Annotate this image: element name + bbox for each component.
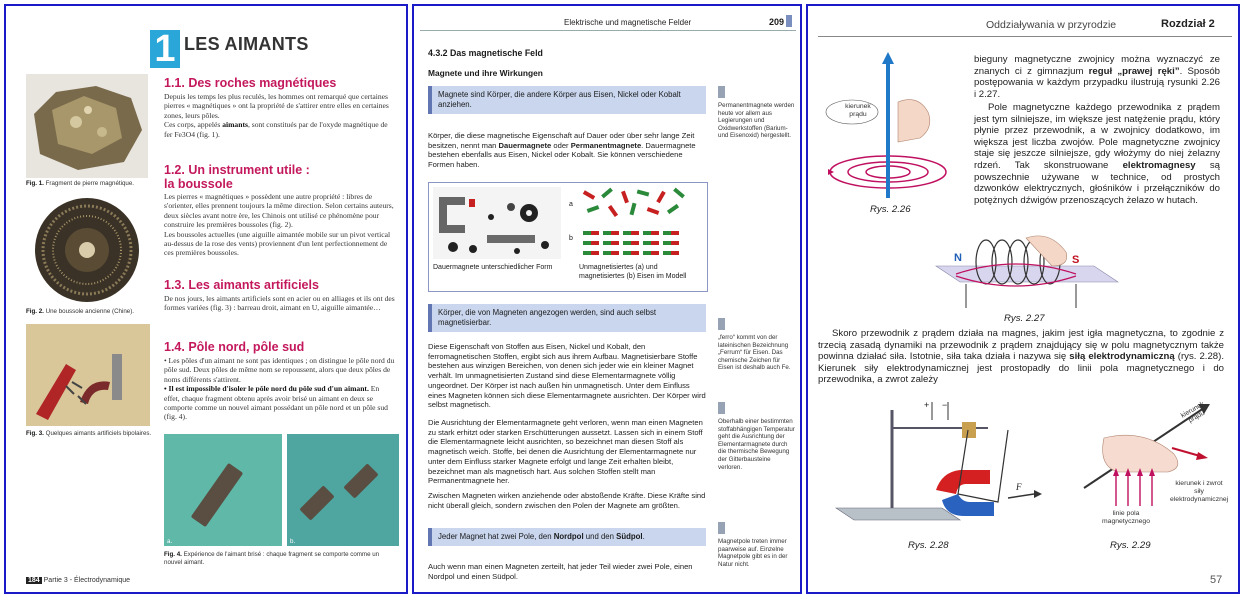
definition-box-2: Körper, die von Magneten angezogen werde… <box>428 304 706 332</box>
caption-rys-2-27: Rys. 2.27 <box>1004 313 1045 324</box>
label-minus-terminal: − <box>942 400 948 410</box>
page-number: 57 <box>1210 574 1223 586</box>
page-number: 184 <box>26 577 42 584</box>
section-1-1-text: Depuis les temps les plus reculés, les h… <box>164 92 389 139</box>
fig3-magnets-photo <box>26 324 150 426</box>
running-header: Oddziaływania w przyrodzie <box>986 19 1117 31</box>
fig4a-label: a. <box>167 538 173 545</box>
side-note-4: Magnetpole treten immer paarweise auf. E… <box>718 538 788 568</box>
magnet-shapes-photo <box>433 187 561 259</box>
page-french: 1 LES AIMANTS Fig. 1. Fragment de pierre… <box>4 4 408 594</box>
paragraph-2: Pole magnetyczne każdego przewodnika z p… <box>974 102 1220 206</box>
label-field-lines: linie pola magnetycznego <box>1102 510 1150 525</box>
running-header: Elektrische und magnetische Felder <box>564 18 692 27</box>
figure-left-caption: Dauermagnete unterschiedlicher Form <box>433 264 553 271</box>
fig2-caption: Fig. 2. Une boussole ancienne (Chine). <box>26 308 135 315</box>
side-note-3: Oberhalb einer bestimmten stoffabhängige… <box>718 418 795 471</box>
elementary-magnets-model <box>582 187 685 255</box>
section-1-1-title: 1.1. Des roches magnétiques <box>164 76 337 90</box>
section-1-3-title: 1.3. Les aimants artificiels <box>164 278 319 292</box>
paragraph-1: bieguny magnetyczne zwojnicy można wyzna… <box>974 54 1221 100</box>
section-1-2-text: Les pierres « magnétiques » possèdent un… <box>164 192 394 258</box>
definition-box-3: Jeder Magnet hat zwei Pole, den Nordpol … <box>428 528 706 546</box>
header-marker <box>786 15 792 27</box>
rys-2-28-electrodynamic-force-apparatus <box>835 402 1042 521</box>
subsection-title: Magnete und ihre Wirkungen <box>428 68 543 78</box>
paragraph-5: Auch wenn man einen Magneten zerteilt, h… <box>428 562 693 581</box>
info-icon <box>718 522 725 534</box>
rys-2-29-left-hand-rule <box>1083 404 1210 506</box>
side-note-1: Permanentmagnete werden heute vor allem … <box>718 102 795 140</box>
info-icon <box>718 86 725 98</box>
fig4a-photo <box>164 434 282 546</box>
fig3-caption: Fig. 3. Quelques aimants artificiels bip… <box>26 430 152 437</box>
figure-magnets: Dauermagnete unterschiedlicher Form a b <box>428 182 708 292</box>
label-north-pole: N <box>954 252 962 264</box>
fig1-rock-photo <box>26 74 148 178</box>
chapter-label: Rozdział 2 <box>1161 18 1215 30</box>
section-1-2-title: 1.2. Un instrument utile :la boussole <box>164 163 310 191</box>
rys-2-26-right-hand-rule <box>825 52 947 198</box>
caption-rys-2-28: Rys. 2.28 <box>908 540 949 551</box>
section-1-4-title: 1.4. Pôle nord, pôle sud <box>164 340 305 354</box>
caption-rys-2-29: Rys. 2.29 <box>1110 540 1151 551</box>
rys-2-27-solenoid <box>935 235 1119 308</box>
section-title: 4.3.2 Das magnetische Feld <box>428 48 543 58</box>
caption-rys-2-26: Rys. 2.26 <box>870 204 911 215</box>
section-1-3-text: De nos jours, les aimants artificiels so… <box>164 294 395 313</box>
page-polish: Oddziaływania w przyrodzie Rozdział 2 ki… <box>806 4 1240 594</box>
paragraph-1: Körper, die diese magnetische Eigenschaf… <box>428 131 696 170</box>
section-1-4-text: • Les pôles d'un aimant ne sont pas iden… <box>164 356 395 422</box>
paragraph-2: Diese Eigenschaft von Stoffen aus Eisen,… <box>428 342 706 410</box>
paragraph-3: Skoro przewodnik z prądem działa na magn… <box>818 328 1225 386</box>
chapter-title: LES AIMANTS <box>184 34 309 54</box>
fig-b-label: b <box>569 235 573 242</box>
fig-a-label: a <box>569 201 573 208</box>
header-rule <box>818 36 1232 37</box>
info-icon <box>718 402 725 414</box>
fig4b-photo <box>287 434 399 546</box>
definition-box-1: Magnete sind Körper, die andere Körper a… <box>428 86 706 114</box>
fig1-caption: Fig. 1. Fragment de pierre magnétique. <box>26 180 135 187</box>
page-german: Elektrische und magnetische Felder 209 4… <box>412 4 802 594</box>
info-icon <box>718 318 725 330</box>
page-number: 209 <box>769 17 785 27</box>
label-current-direction: kierunek prądu <box>845 103 871 118</box>
side-note-2: „ferro“ kommt von der lateinischen Bezei… <box>718 334 791 372</box>
header-rule <box>420 30 796 31</box>
fig2-compass-photo <box>28 196 146 304</box>
page-footer: 184 Partie 3 - Électrodynamique <box>26 577 130 584</box>
label-force-direction: kierunek i zwrot siły elektrodynamicznej <box>1170 480 1229 503</box>
label-south-pole: S <box>1072 254 1080 266</box>
label-force-vector: F <box>1016 482 1022 492</box>
chapter-number-badge: 1 <box>150 30 180 68</box>
footer-text: Partie 3 - Électrodynamique <box>43 577 131 584</box>
paragraph-3: Die Ausrichtung der Elementarmagnete geh… <box>428 418 703 486</box>
label-plus-terminal: + <box>924 400 930 410</box>
paragraph-4: Zwischen Magneten wirken anziehende oder… <box>428 491 706 510</box>
fig4-caption: Fig. 4. Expérience de l'aimant brisé : c… <box>164 551 380 566</box>
fig4b-label: b. <box>290 538 296 545</box>
figure-right-caption: Unmagnetisiertes (a) und magnetisiertes … <box>579 264 687 280</box>
